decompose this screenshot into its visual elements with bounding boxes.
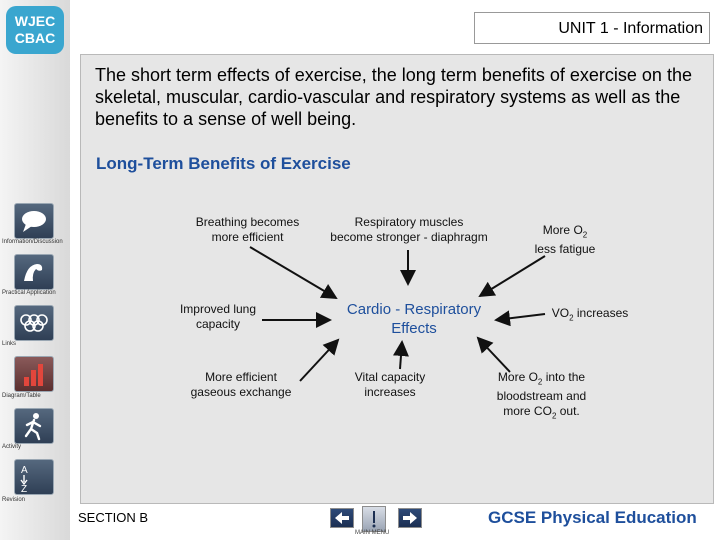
arrow-top-right xyxy=(478,255,546,298)
section-heading: Long-Term Benefits of Exercise xyxy=(96,154,351,173)
page-title: The short term effects of exercise, the … xyxy=(95,65,692,129)
sidebar-item-activity[interactable] xyxy=(14,408,54,444)
menu-icon xyxy=(372,511,376,528)
sidebar-label-activity: Activity xyxy=(2,444,22,450)
svg-text:A: A xyxy=(21,465,28,476)
node-respiratory-muscles: Respiratory muscles become stronger - di… xyxy=(330,215,488,244)
node-lung-capacity: Improved lung capacity xyxy=(179,302,257,331)
sidebar-label-revision: Revision xyxy=(2,497,26,503)
main-panel xyxy=(80,54,714,504)
logo-line-1: WJEC xyxy=(14,13,56,29)
a-to-z-icon: A Z xyxy=(20,465,28,494)
sidebar-label-diagram: Diagram/Table xyxy=(2,393,41,399)
arrow-bottom-middle xyxy=(392,340,409,370)
forward-button[interactable] xyxy=(398,508,422,528)
arrow-top-left xyxy=(249,246,338,300)
section-label: SECTION B xyxy=(78,510,149,525)
node-vital-capacity: Vital capacity increases xyxy=(354,370,426,399)
svg-text:Z: Z xyxy=(21,484,27,494)
sidebar-label-links: Links xyxy=(2,341,17,347)
sidebar-item-practical[interactable] xyxy=(14,254,54,290)
olympic-rings-icon xyxy=(20,314,48,332)
bar-chart-icon xyxy=(24,364,43,386)
sidebar-label-information: Information/Discussion xyxy=(2,239,63,245)
sidebar-item-diagram[interactable] xyxy=(14,356,54,392)
node-gaseous-exchange: More efficient gaseous exchange xyxy=(190,370,292,399)
main-menu-button[interactable] xyxy=(362,506,386,532)
right-arrow-icon xyxy=(403,512,417,524)
arrow-bottom-left xyxy=(299,338,340,382)
wjec-cbac-logo: WJEC CBAC xyxy=(6,6,64,54)
left-arrow-icon xyxy=(335,512,349,524)
running-figure-icon xyxy=(24,413,42,441)
speech-bubble-icon xyxy=(22,211,46,232)
node-breathing: Breathing becomes more efficient xyxy=(195,215,300,244)
main-menu-label: MAIN MENU xyxy=(355,530,390,536)
node-vo2: VO2 increases xyxy=(551,306,629,323)
arrow-mid-right xyxy=(494,310,546,327)
sidebar-item-revision[interactable]: A Z xyxy=(14,459,54,495)
node-more-o2: More O2 less fatigue xyxy=(534,223,596,257)
sidebar-label-practical: Practical Application xyxy=(2,290,56,296)
diagram-center: Cardio - Respiratory Effects xyxy=(346,301,482,337)
logo-line-2: CBAC xyxy=(14,30,56,46)
flexed-arm-icon xyxy=(24,264,43,281)
sidebar-item-information[interactable] xyxy=(14,203,54,239)
course-title: GCSE Physical Education xyxy=(488,508,697,527)
node-bloodstream: More O2 into the bloodstream and more CO… xyxy=(496,370,587,421)
sidebar: WJEC CBAC Information/Discussion Practic… xyxy=(0,0,70,540)
unit-label: UNIT 1 - Information xyxy=(474,12,710,44)
back-button[interactable] xyxy=(330,508,354,528)
arrow-bottom-right xyxy=(476,336,511,373)
sidebar-item-links[interactable] xyxy=(14,305,54,341)
